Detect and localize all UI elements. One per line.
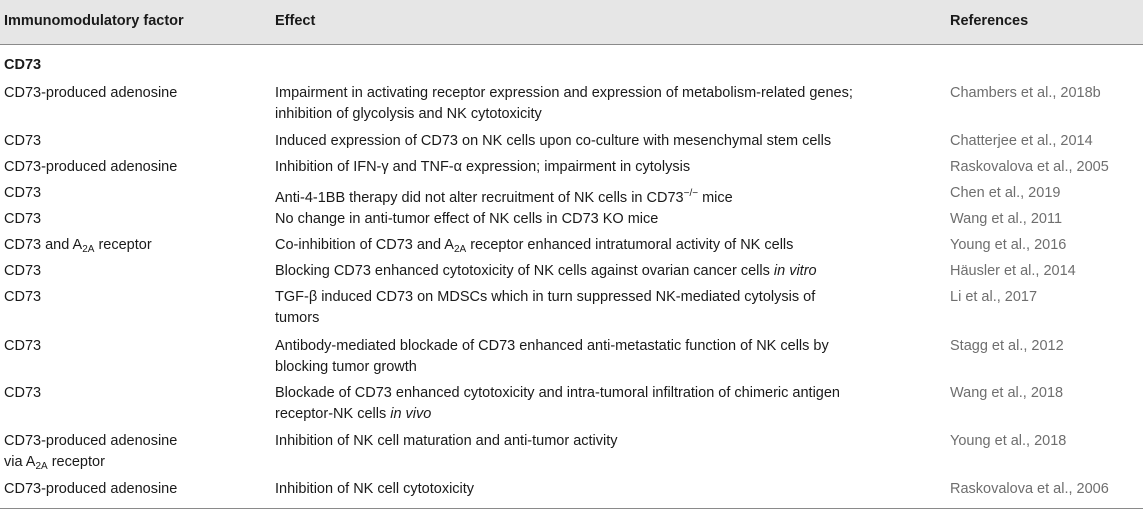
- effect-line: TGF-β induced CD73 on MDSCs which in tur…: [275, 289, 816, 305]
- header-factor: Immunomodulatory factor: [4, 13, 184, 29]
- effect-cell: Impairment in activating receptor expres…: [275, 83, 915, 125]
- reference-link[interactable]: Li et al., 2017: [950, 289, 1038, 305]
- effect-cell: Inhibition of NK cell maturation and ant…: [275, 433, 618, 449]
- effect-italic: in vitro: [773, 263, 817, 279]
- factor-text: CD73 and A: [4, 237, 83, 253]
- section-heading: CD73: [4, 57, 42, 73]
- factor-line: CD73-produced adenosine: [4, 433, 178, 449]
- effect-text: mice: [698, 190, 733, 206]
- table-bottom-rule: [0, 508, 1143, 509]
- reference-link[interactable]: Chatterjee et al., 2014: [950, 133, 1093, 149]
- reference-link[interactable]: Chambers et al., 2018b: [950, 85, 1101, 101]
- effect-text: receptor-NK cells: [275, 406, 391, 422]
- factor-cell: CD73: [4, 263, 42, 279]
- factor-subscript: 2A: [82, 244, 95, 255]
- effect-line: Antibody-mediated blockade of CD73 enhan…: [275, 338, 829, 354]
- factor-cell: CD73: [4, 211, 42, 227]
- header-effect: Effect: [275, 13, 316, 29]
- reference-link[interactable]: Wang et al., 2011: [950, 211, 1063, 227]
- effect-cell: Blocking CD73 enhanced cytotoxicity of N…: [275, 261, 915, 282]
- effect-line: receptor-NK cells in vivo: [275, 404, 915, 425]
- reference-link[interactable]: Chen et al., 2019: [950, 185, 1061, 201]
- factor-cell: CD73: [4, 185, 42, 201]
- factor-cell: CD73: [4, 338, 42, 354]
- factor-text: receptor: [94, 237, 152, 253]
- factor-subscript: 2A: [35, 461, 48, 472]
- factor-cell: CD73-produced adenosine: [4, 159, 178, 175]
- factor-cell: CD73-produced adenosine: [4, 85, 178, 101]
- reference-link[interactable]: Young et al., 2016: [950, 237, 1067, 253]
- effect-line: blocking tumor growth: [275, 359, 417, 375]
- effect-cell: No change in anti-tumor effect of NK cel…: [275, 211, 659, 227]
- factor-text: via A: [4, 454, 36, 470]
- effect-cell: Co-inhibition of CD73 and A2A receptor e…: [275, 235, 915, 260]
- factor-cell: CD73: [4, 133, 42, 149]
- effect-cell: Blockade of CD73 enhanced cytotoxicity a…: [275, 383, 915, 425]
- effect-cell: Inhibition of IFN-γ and TNF-α expression…: [275, 159, 691, 175]
- effect-line: inhibition of glycolysis and NK cytotoxi…: [275, 106, 542, 122]
- effect-cell: Antibody-mediated blockade of CD73 enhan…: [275, 336, 915, 378]
- effect-line: tumors: [275, 310, 320, 326]
- reference-link[interactable]: Häusler et al., 2014: [950, 263, 1076, 279]
- factor-cell: CD73 and A2A receptor: [4, 235, 264, 260]
- reference-link[interactable]: Young et al., 2018: [950, 433, 1067, 449]
- effect-cell: Inhibition of NK cell cytotoxicity: [275, 481, 475, 497]
- table-header: Immunomodulatory factor Effect Reference…: [0, 0, 1143, 45]
- factor-line: via A2A receptor: [4, 452, 264, 477]
- effect-subscript: 2A: [453, 244, 467, 255]
- factor-cell: CD73: [4, 289, 42, 305]
- effect-text: Blocking CD73 enhanced cytotoxicity of N…: [275, 263, 774, 279]
- effect-cell: Induced expression of CD73 on NK cells u…: [275, 133, 832, 149]
- effect-line: Impairment in activating receptor expres…: [275, 85, 853, 101]
- effect-text: Co-inhibition of CD73 and A: [275, 237, 454, 253]
- reference-link[interactable]: Raskovalova et al., 2005: [950, 159, 1109, 175]
- reference-link[interactable]: Stagg et al., 2012: [950, 338, 1064, 354]
- effect-italic: in vivo: [390, 406, 432, 422]
- effect-text: Anti-4-1BB therapy did not alter recruit…: [275, 190, 684, 206]
- header-references: References: [950, 13, 1029, 29]
- factor-text: receptor: [47, 454, 105, 470]
- effect-cell: TGF-β induced CD73 on MDSCs which in tur…: [275, 287, 915, 329]
- effect-line: Blockade of CD73 enhanced cytotoxicity a…: [275, 385, 840, 401]
- factor-cell: CD73-produced adenosine via A2A receptor: [4, 431, 264, 477]
- factor-cell: CD73: [4, 385, 42, 401]
- effect-superscript: −/−: [683, 188, 699, 199]
- effect-cell: Anti-4-1BB therapy did not alter recruit…: [275, 183, 915, 209]
- reference-link[interactable]: Wang et al., 2018: [950, 385, 1064, 401]
- factor-cell: CD73-produced adenosine: [4, 481, 178, 497]
- effect-text: receptor enhanced intratumoral activity …: [466, 237, 794, 253]
- reference-link[interactable]: Raskovalova et al., 2006: [950, 481, 1109, 497]
